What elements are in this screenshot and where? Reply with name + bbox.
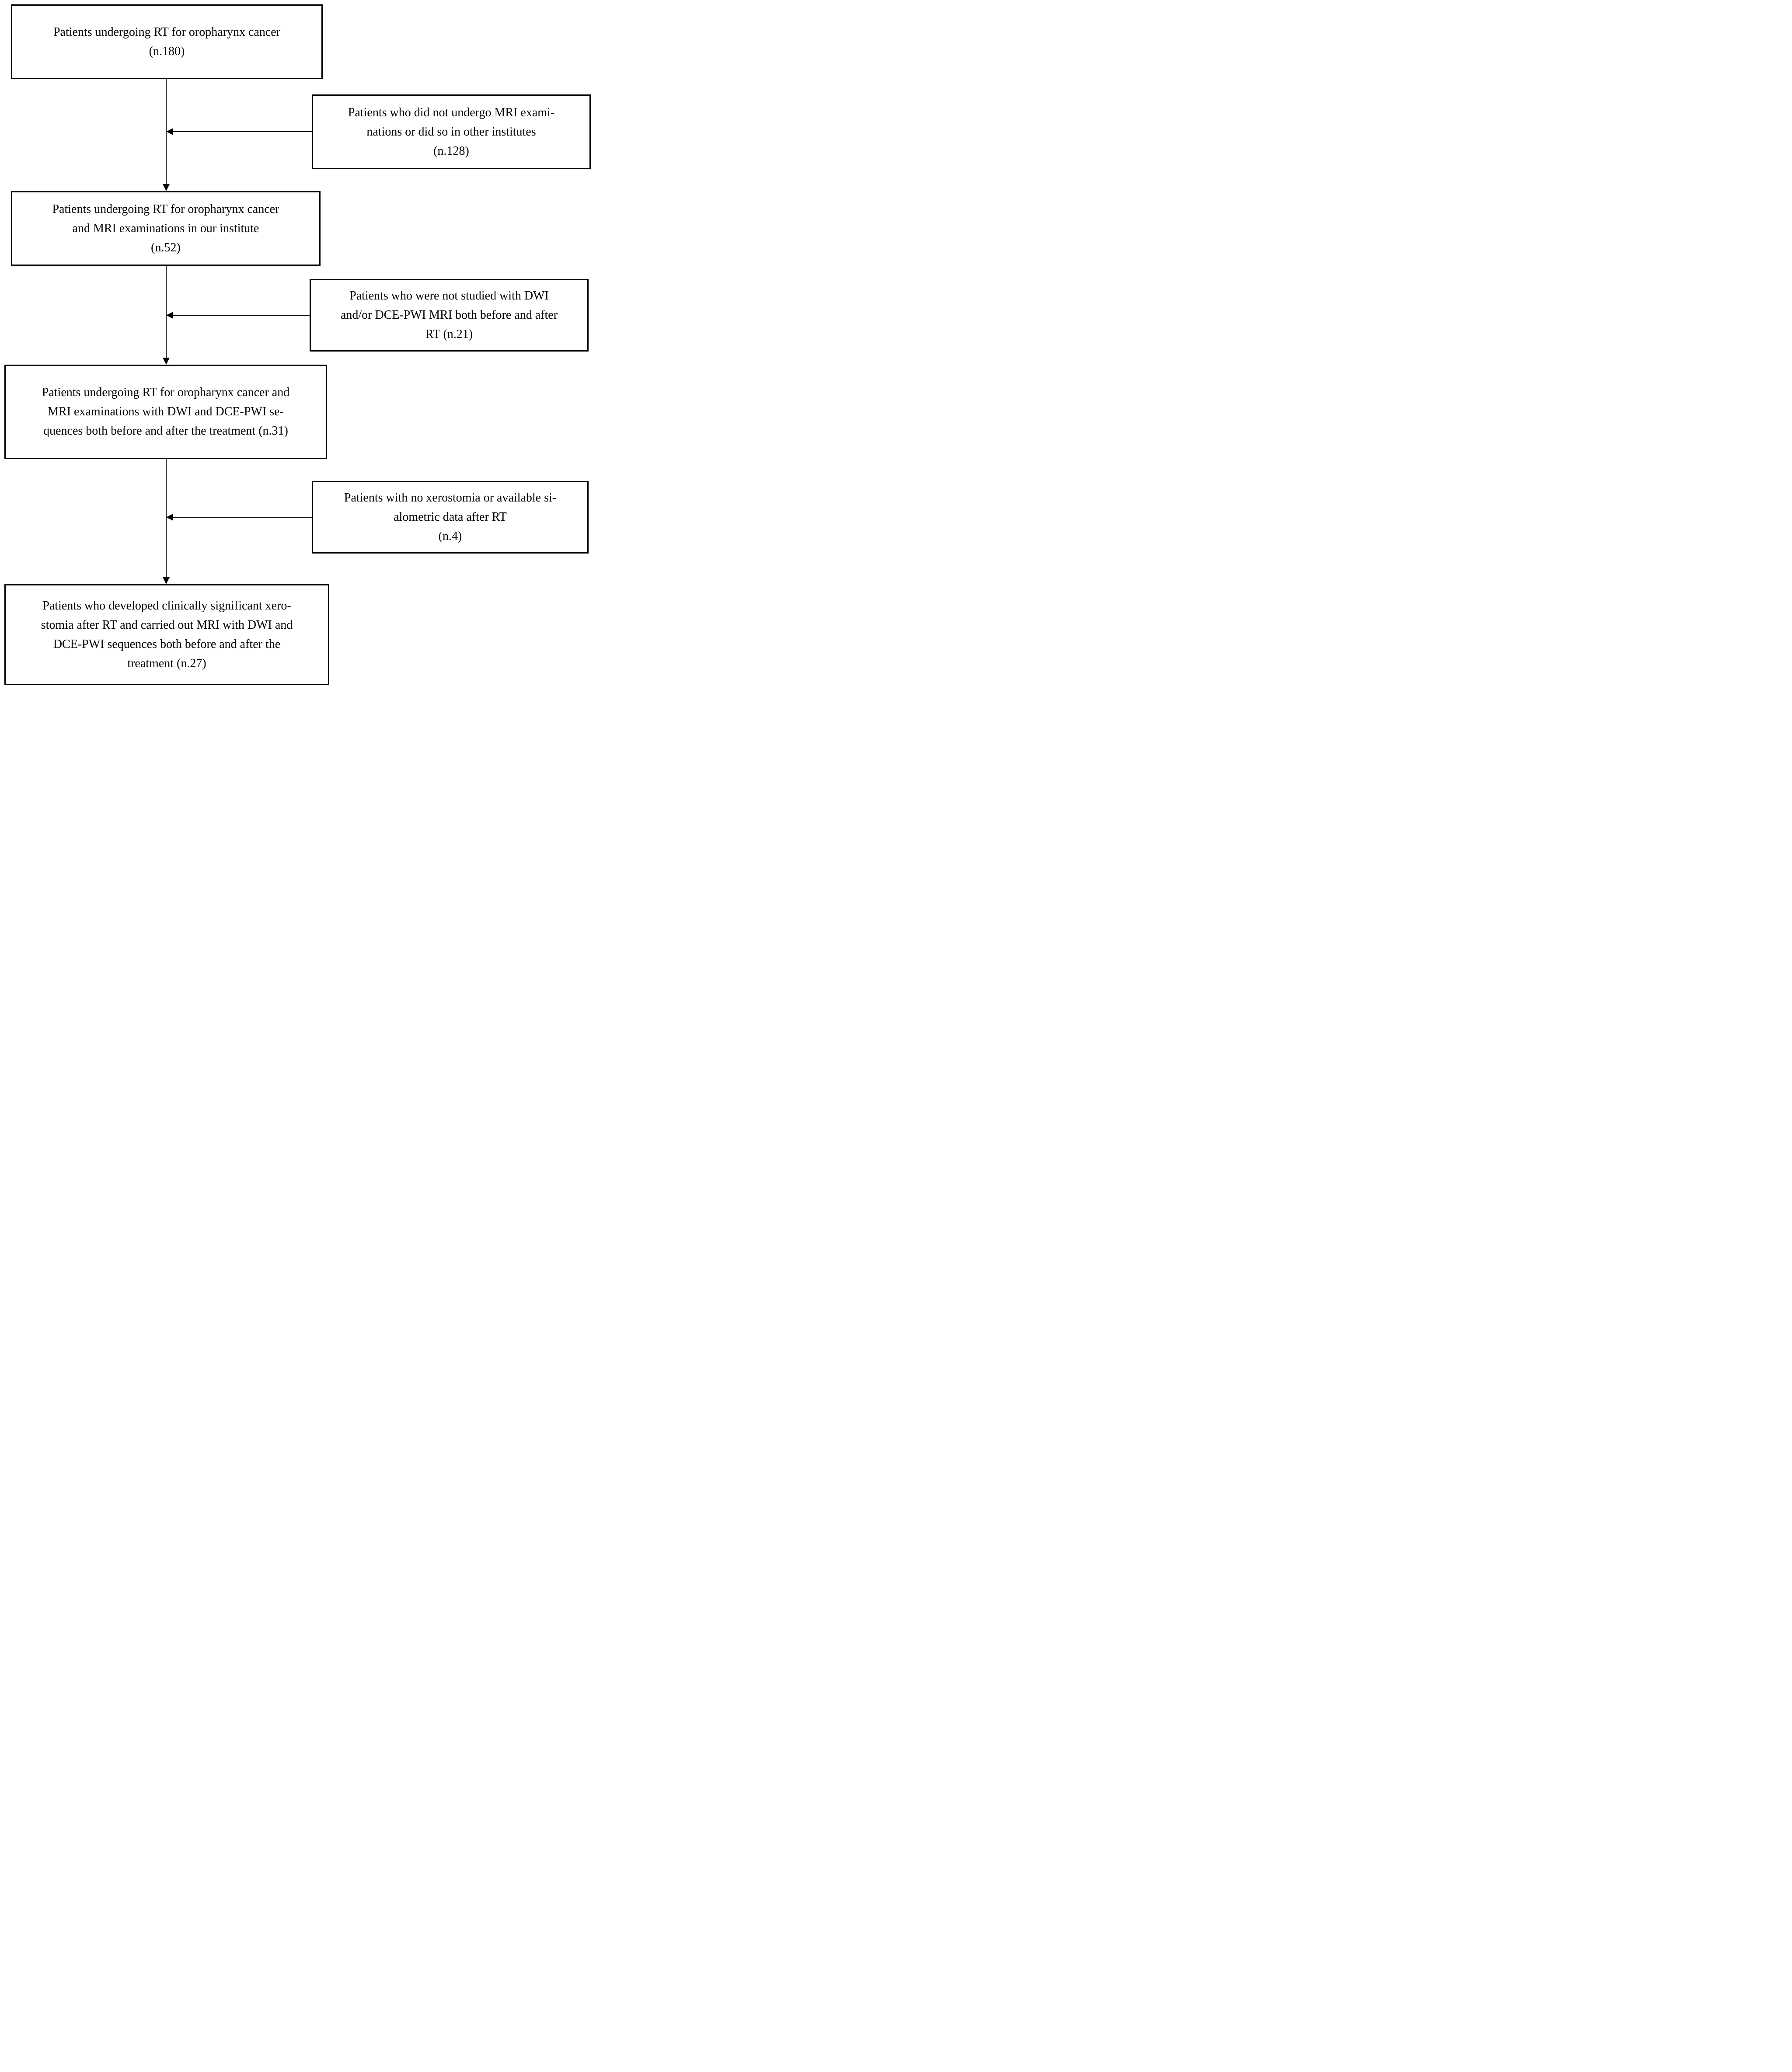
box-excluded-no-mri-text: Patients who did not undergo MRI exami- … bbox=[348, 105, 555, 158]
box-rt-oropharynx-patients: Patients undergoing RT for oropharynx ca… bbox=[11, 4, 323, 79]
box-final-xerostomia-cohort: Patients who developed clinically signif… bbox=[4, 584, 329, 685]
box-rt-oropharynx-patients-text: Patients undergoing RT for oropharynx ca… bbox=[53, 25, 281, 58]
patient-flow-diagram: Patients undergoing RT for oropharynx ca… bbox=[0, 0, 597, 691]
arrowhead-down-box3-icon bbox=[163, 184, 170, 191]
box-excluded-no-dwi-dce-pwi: Patients who were not studied with DWI a… bbox=[310, 279, 589, 352]
box-excluded-no-mri: Patients who did not undergo MRI exami- … bbox=[312, 94, 591, 169]
connector-line-excluded-no-mri bbox=[173, 131, 312, 132]
arrowhead-left-excluded-no-dwi-dce-pwi-icon bbox=[166, 312, 173, 319]
arrowhead-down-box5-icon bbox=[163, 358, 170, 365]
box-dwi-dce-pwi-patients-text: Patients undergoing RT for oropharynx ca… bbox=[42, 386, 290, 438]
box-excluded-no-dwi-dce-pwi-text: Patients who were not studied with DWI a… bbox=[340, 289, 558, 341]
arrowhead-down-box7-icon bbox=[163, 577, 170, 584]
arrowhead-left-excluded-no-xerostomia-icon bbox=[166, 514, 173, 521]
connector-line-excluded-no-xerostomia bbox=[173, 517, 312, 518]
connector-line-excluded-no-dwi-dce-pwi bbox=[173, 315, 310, 316]
box-excluded-no-xerostomia: Patients with no xerostomia or available… bbox=[312, 481, 589, 554]
box-rt-mri-institute-patients: Patients undergoing RT for oropharynx ca… bbox=[11, 191, 321, 266]
box-rt-mri-institute-patients-text: Patients undergoing RT for oropharynx ca… bbox=[52, 202, 279, 254]
box-excluded-no-xerostomia-text: Patients with no xerostomia or available… bbox=[344, 491, 557, 543]
arrowhead-left-excluded-no-mri-icon bbox=[166, 128, 173, 135]
box-dwi-dce-pwi-patients: Patients undergoing RT for oropharynx ca… bbox=[4, 365, 327, 459]
box-final-xerostomia-cohort-text: Patients who developed clinically signif… bbox=[41, 599, 293, 670]
